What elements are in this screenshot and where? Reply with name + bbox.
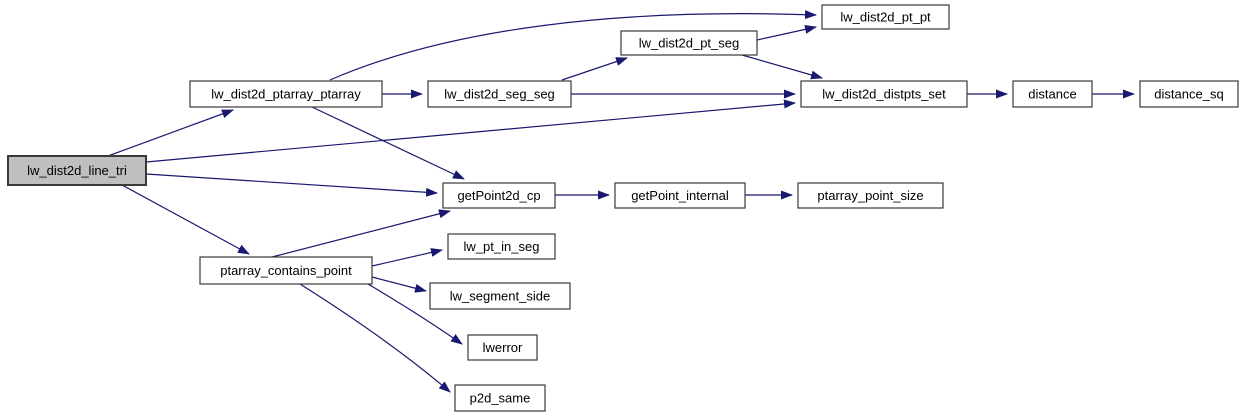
node-box-lw_dist2d_distpts_set[interactable]	[800, 80, 968, 108]
node-lw_dist2d_distpts_set: lw_dist2d_distpts_set	[800, 80, 968, 108]
edge-ptarray_contains_point-to-getPoint2d_cp	[271, 209, 451, 258]
node-box-lw_segment_side[interactable]	[429, 282, 571, 310]
edge-lw_dist2d_ptarray_ptarray-to-lw_dist2d_pt_pt	[329, 10, 817, 81]
node-box-lw_dist2d_pt_pt[interactable]	[821, 4, 950, 30]
node-box-lw_dist2d_ptarray_ptarray[interactable]	[189, 80, 383, 108]
node-box-ptarray_point_size[interactable]	[797, 182, 944, 209]
edge-lw_dist2d_line_tri-to-ptarray_contains_point	[121, 184, 250, 255]
node-box-lwerror[interactable]	[467, 334, 538, 361]
edge-lw_dist2d_line_tri-to-lw_dist2d_ptarray_ptarray	[107, 109, 234, 157]
node-lw_dist2d_pt_pt: lw_dist2d_pt_pt	[821, 4, 950, 30]
node-box-lw_dist2d_pt_seg[interactable]	[620, 30, 758, 56]
node-getPoint_internal: getPoint_internal	[614, 182, 746, 209]
edge-ptarray_contains_point-to-p2d_same	[299, 283, 451, 393]
node-ptarray_point_size: ptarray_point_size	[797, 182, 944, 209]
node-distance_sq: distance_sq	[1139, 80, 1239, 108]
node-lwerror: lwerror	[467, 334, 538, 361]
node-lw_segment_side: lw_segment_side	[429, 282, 571, 310]
node-p2d_same: p2d_same	[454, 384, 546, 412]
node-getPoint2d_cp: getPoint2d_cp	[442, 182, 556, 209]
node-ptarray_contains_point: ptarray_contains_point	[199, 256, 373, 285]
node-box-lw_pt_in_seg[interactable]	[447, 233, 556, 260]
node-box-lw_dist2d_line_tri[interactable]	[7, 155, 147, 186]
edge-lw_dist2d_ptarray_ptarray-to-getPoint2d_cp	[311, 106, 465, 180]
edge-ptarray_contains_point-to-lw_segment_side	[371, 276, 427, 293]
edge-lw_dist2d_line_tri-to-lw_dist2d_distpts_set	[145, 99, 796, 163]
edge-ptarray_contains_point-to-lwerror	[367, 283, 463, 345]
edge-ptarray_contains_point-to-lw_pt_in_seg	[371, 248, 443, 267]
node-lw_dist2d_seg_seg: lw_dist2d_seg_seg	[427, 80, 572, 108]
node-lw_pt_in_seg: lw_pt_in_seg	[447, 233, 556, 260]
node-box-distance[interactable]	[1012, 80, 1093, 108]
node-box-getPoint2d_cp[interactable]	[442, 182, 556, 209]
node-box-p2d_same[interactable]	[454, 384, 546, 412]
node-lw_dist2d_pt_seg: lw_dist2d_pt_seg	[620, 30, 758, 56]
edge-lw_dist2d_seg_seg-to-lw_dist2d_pt_seg	[561, 57, 628, 81]
edge-lw_dist2d_line_tri-to-getPoint2d_cp	[145, 173, 438, 197]
node-box-getPoint_internal[interactable]	[614, 182, 746, 209]
node-box-ptarray_contains_point[interactable]	[199, 256, 373, 285]
node-lw_dist2d_ptarray_ptarray: lw_dist2d_ptarray_ptarray	[189, 80, 383, 108]
node-lw_dist2d_line_tri: lw_dist2d_line_tri	[7, 155, 147, 186]
node-box-distance_sq[interactable]	[1139, 80, 1239, 108]
node-distance: distance	[1012, 80, 1093, 108]
node-box-lw_dist2d_seg_seg[interactable]	[427, 80, 572, 108]
edge-lw_dist2d_pt_seg-to-lw_dist2d_distpts_set	[741, 54, 823, 80]
edge-lw_dist2d_pt_seg-to-lw_dist2d_pt_pt	[756, 24, 817, 41]
